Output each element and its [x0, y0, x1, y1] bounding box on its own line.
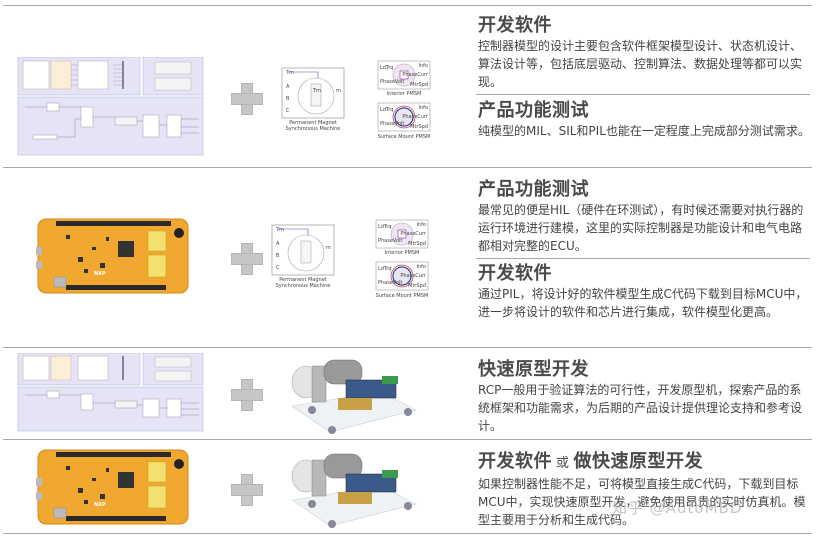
section-body: 控制器模型的设计主要包含软件框架模型设计、状态机设计、算法设计等，包括底层驱动、… — [478, 39, 803, 89]
row-separator — [3, 347, 812, 348]
svg-text:Surface Mount PMSM: Surface Mount PMSM — [376, 293, 429, 299]
svg-text:PhaseVolt: PhaseVolt — [380, 79, 404, 85]
svg-text:Info: Info — [419, 105, 428, 111]
nxp-evaluation-board-image: NXP — [36, 449, 189, 525]
section-body: 通过PIL，将设计好的软件模型生成C代码下载到目标MCU中，进一步将设计的软件和… — [478, 287, 808, 319]
svg-text:Info: Info — [417, 264, 426, 270]
section-separator — [476, 258, 810, 259]
svg-text:Info: Info — [419, 63, 428, 69]
plus-icon — [231, 83, 263, 115]
svg-text:m: m — [336, 88, 341, 94]
svg-text:Interior PMSM: Interior PMSM — [385, 250, 420, 256]
pmsm-block-image: Tm A B C m Permanent Magnet Synchronous … — [271, 224, 335, 289]
svg-text:m: m — [326, 245, 331, 251]
section-title: 产品功能测试 — [478, 179, 589, 200]
section-body: RCP一般用于验证算法的可行性，开发原型机，探索产品的系统框架和功能需求，为后期… — [478, 383, 803, 433]
svg-text:LdTrq: LdTrq — [378, 224, 391, 230]
svg-text:Synchronous Machine: Synchronous Machine — [276, 283, 331, 289]
svg-text:B: B — [276, 253, 280, 259]
svg-text:Tm: Tm — [312, 88, 321, 94]
section-body: 最常见的便是HIL（硬件在环测试），有时候还需要对执行器的运行环境进行建模，这里… — [478, 203, 804, 253]
svg-text:A: A — [276, 241, 280, 247]
motor-hardware-testbench-image — [291, 453, 417, 528]
svg-text:PhaseCurr: PhaseCurr — [402, 72, 429, 78]
section-title: 产品功能测试 — [478, 100, 589, 121]
section-body: 纯模型的MIL、SIL和PIL也能在一定程度上完成部分测试需求。 — [478, 124, 810, 138]
svg-text:NXP: NXP — [94, 271, 106, 277]
nxp-evaluation-board-image: NXP — [36, 218, 189, 294]
interior-surface-pmsm-blocks: LdTrq PhaseVolt Info PhaseCurr MtrSpd In… — [378, 60, 431, 140]
section-develop-software: 开发软件 通过PIL，将设计好的软件模型生成C代码下载到目标MCU中，进一步将设… — [478, 263, 812, 321]
svg-text:MtrSpd: MtrSpd — [410, 124, 428, 130]
row-separator — [3, 533, 812, 534]
svg-text:C: C — [276, 265, 280, 271]
svg-text:PhaseVolt: PhaseVolt — [378, 280, 402, 286]
motor-hardware-testbench-image — [291, 359, 417, 434]
section-function-test: 产品功能测试 最常见的便是HIL（硬件在环测试），有时候还需要对执行器的运行环境… — [478, 179, 812, 255]
section-title: 开发软件或做快速原型开发 — [478, 451, 704, 472]
svg-text:C: C — [286, 108, 290, 114]
section-develop-software: 开发软件 控制器模型的设计主要包含软件框架模型设计、状态机设计、算法设计等，包括… — [478, 15, 812, 91]
svg-text:Tm: Tm — [275, 227, 284, 233]
svg-text:Tm: Tm — [285, 70, 294, 76]
svg-text:Permanent Magnet: Permanent Magnet — [289, 120, 337, 126]
or-connector: 或 — [556, 456, 570, 471]
svg-text:LdTrq: LdTrq — [380, 107, 393, 113]
interior-surface-pmsm-blocks: LdTrq PhaseVolt Info PhaseCurr MtrSpd In… — [376, 219, 429, 299]
svg-text:MtrSpd: MtrSpd — [408, 241, 426, 247]
row-separator — [3, 167, 812, 168]
svg-text:PhaseVolt: PhaseVolt — [378, 238, 402, 244]
row-separator — [3, 5, 812, 6]
plus-icon — [231, 379, 263, 411]
plus-icon — [231, 243, 263, 275]
svg-text:A: A — [286, 84, 290, 90]
svg-text:Permanent Magnet: Permanent Magnet — [279, 277, 327, 283]
svg-text:PhaseVolt: PhaseVolt — [380, 121, 404, 127]
section-function-test: 产品功能测试 纯模型的MIL、SIL和PIL也能在一定程度上完成部分测试需求。 — [478, 100, 812, 140]
section-body: 如果控制器性能不足，可将模型直接生成C代码，下载到目标MCU中，实现快速原型开发… — [478, 477, 806, 527]
section-title: 开发软件 — [478, 263, 552, 284]
svg-text:PhaseCurr: PhaseCurr — [400, 273, 427, 279]
svg-text:PhaseCurr: PhaseCurr — [402, 114, 429, 120]
section-title: 快速原型开发 — [478, 359, 589, 380]
svg-text:NXP: NXP — [94, 502, 106, 508]
svg-text:Interior PMSM: Interior PMSM — [387, 91, 422, 97]
svg-text:MtrSpd: MtrSpd — [408, 283, 426, 289]
section-separator — [476, 94, 810, 95]
svg-text:Surface Mount PMSM: Surface Mount PMSM — [378, 134, 431, 140]
pmsm-block-image: Tm Tm A B C m Permanent Magnet Synchrono… — [281, 67, 345, 132]
svg-text:Info: Info — [417, 222, 426, 228]
svg-text:MtrSpd: MtrSpd — [410, 82, 428, 88]
section-title: 开发软件 — [478, 15, 552, 36]
svg-text:B: B — [286, 96, 290, 102]
svg-text:Synchronous Machine: Synchronous Machine — [286, 126, 341, 132]
row-separator — [3, 439, 812, 440]
section-develop-or-rcp: 开发软件或做快速原型开发 如果控制器性能不足，可将模型直接生成C代码，下载到目标… — [478, 451, 812, 529]
svg-text:LdTrq: LdTrq — [378, 266, 391, 272]
svg-text:LdTrq: LdTrq — [380, 65, 393, 71]
section-rapid-prototyping: 快速原型开发 RCP一般用于验证算法的可行性，开发原型机，探索产品的系统框架和功… — [478, 359, 812, 435]
plus-icon — [231, 474, 263, 506]
simulink-controller-model-image — [17, 57, 204, 156]
svg-text:PhaseCurr: PhaseCurr — [400, 231, 427, 237]
simulink-controller-model-image — [17, 353, 204, 432]
